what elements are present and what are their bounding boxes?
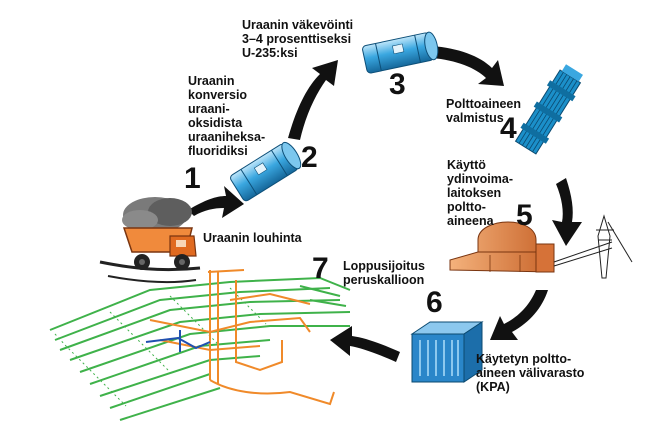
step-4-label: Polttoaineen valmistus xyxy=(446,97,522,125)
step-7-label: Loppusijoitus peruskallioon xyxy=(343,259,425,287)
power-plant-icon xyxy=(449,214,633,279)
repository-tunnels-icon xyxy=(49,269,351,421)
arrow-6-to-7 xyxy=(330,326,400,362)
fuel-bundle-icon xyxy=(514,64,583,155)
step-4-number: 4 xyxy=(500,112,517,145)
step-2-label: Uraanin konversio uraani- oksidista uraa… xyxy=(188,74,266,158)
step-5-number: 5 xyxy=(516,199,533,232)
step-3-label: Uraanin väkevöinti 3–4 prosenttiseksi U-… xyxy=(242,18,354,60)
step-7-number: 7 xyxy=(312,252,329,285)
step-1-number: 1 xyxy=(184,162,201,195)
step-2-number: 2 xyxy=(301,141,318,174)
step-5-label: Käyttö ydinvoima- laitoksen poltto- aine… xyxy=(447,158,513,228)
uranium-cylinder-icon xyxy=(230,141,302,202)
arrow-3-to-4 xyxy=(432,46,504,86)
arrow-2-to-3 xyxy=(288,60,338,140)
mining-truck-icon xyxy=(99,197,201,284)
step-6-label: Käytetyn poltto- aineen välivarasto (KPA… xyxy=(476,352,585,394)
arrow-1-to-2 xyxy=(188,186,244,218)
cycle-arrows xyxy=(188,46,582,362)
arrow-4-to-5 xyxy=(552,178,582,246)
step-6-number: 6 xyxy=(426,286,443,319)
enrichment-cylinder-icon xyxy=(362,31,439,74)
arrow-5-to-6 xyxy=(490,290,548,340)
step-3-number: 3 xyxy=(389,68,406,101)
step-1-label: Uraanin louhinta xyxy=(203,231,302,245)
storage-block-icon xyxy=(410,321,484,383)
